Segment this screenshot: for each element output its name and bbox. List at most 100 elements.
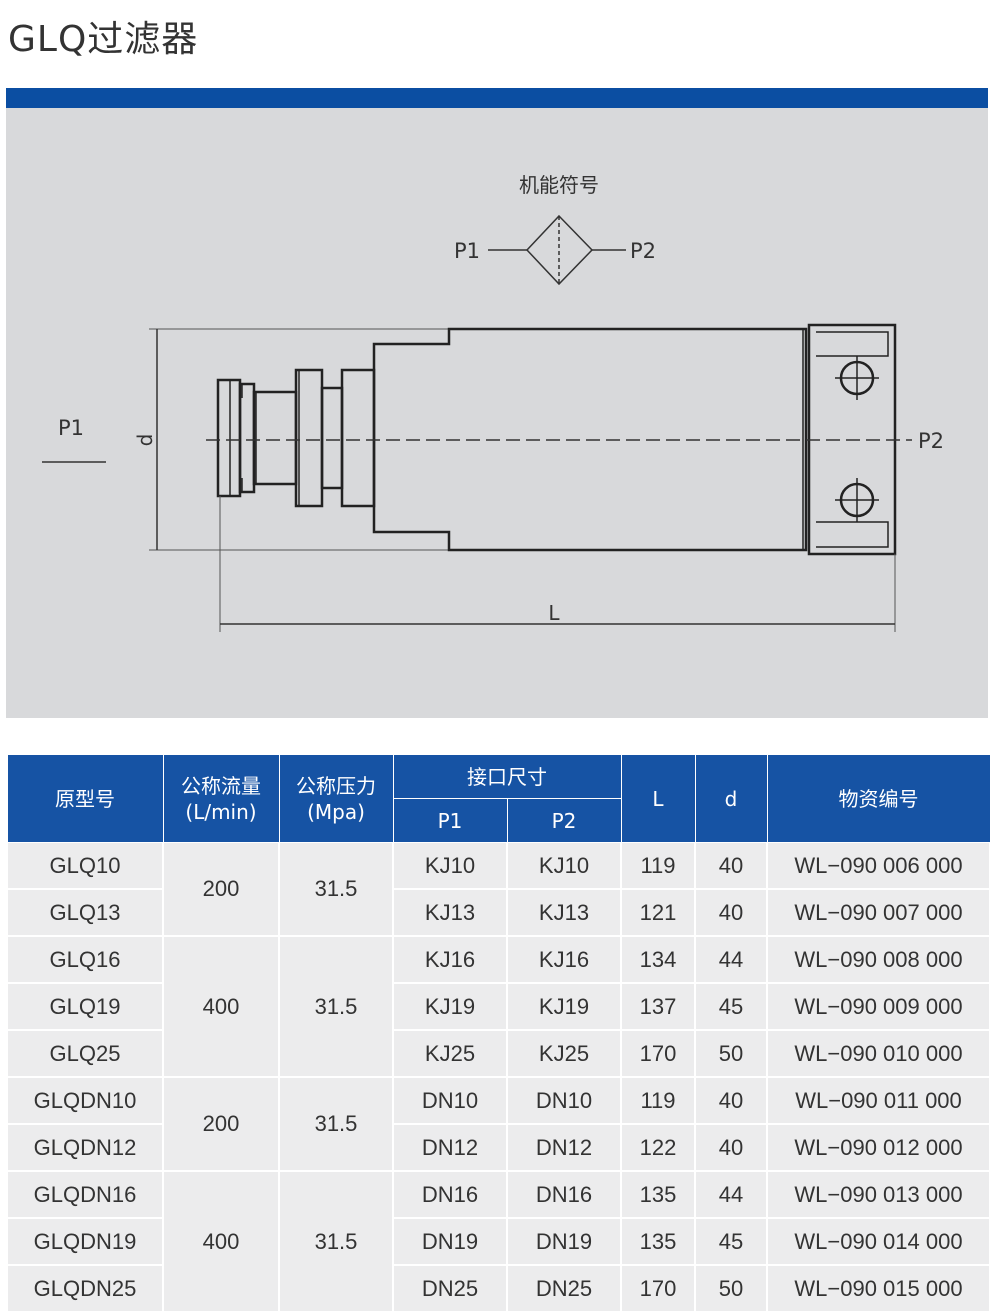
cell-code: WL−090 010 000	[766, 1030, 991, 1078]
cell-p2: DN25	[506, 1265, 622, 1313]
cell-code: WL−090 009 000	[766, 983, 991, 1031]
section-header-bar	[6, 88, 988, 108]
cell-pressure: 31.5	[278, 1077, 394, 1172]
cell-L: 170	[620, 1265, 696, 1313]
header-pressure: 公称压力 (Mpa)	[278, 754, 394, 843]
cell-model: GLQ25	[6, 1030, 164, 1078]
table-row: GLQDN16 400 31.5 DN16 DN16 135 44 WL−090…	[6, 1171, 991, 1313]
header-model: 原型号	[6, 754, 164, 843]
spec-table: 原型号 公称流量 (L/min) 公称压力 (Mpa) 接口尺寸 L d 物资编…	[6, 754, 991, 1313]
cell-d: 50	[694, 1265, 768, 1313]
cell-model: GLQDN16	[6, 1171, 164, 1219]
cell-d: 45	[694, 1218, 768, 1266]
cell-L: 134	[620, 936, 696, 984]
table-row: GLQ13 KJ13 KJ13 121 40 WL−090 007 000	[6, 889, 991, 937]
cell-L: 122	[620, 1124, 696, 1172]
table-row: GLQDN10 200 31.5 DN10 DN10 119 40 WL−090…	[6, 1077, 991, 1172]
header-flow: 公称流量 (L/min)	[162, 754, 280, 843]
symbol-caption: 机能符号	[519, 173, 599, 197]
cell-code: WL−090 014 000	[766, 1218, 991, 1266]
cell-code: WL−090 013 000	[766, 1171, 991, 1219]
cell-code: WL−090 007 000	[766, 889, 991, 937]
cell-code: WL−090 006 000	[766, 842, 991, 890]
filter-diagram-panel: 机能符号 P1 P2 P1 d	[6, 108, 988, 718]
cell-pressure: 31.5	[278, 936, 394, 1078]
cell-d: 50	[694, 1030, 768, 1078]
header-L: L	[620, 754, 696, 843]
cell-p2: DN19	[506, 1218, 622, 1266]
cell-p2: KJ16	[506, 936, 622, 984]
cell-p2: KJ10	[506, 842, 622, 890]
cell-model: GLQ10	[6, 842, 164, 890]
cell-p2: DN10	[506, 1077, 622, 1125]
filter-body	[216, 323, 897, 556]
table-row: GLQDN25 DN25 DN25 170 50 WL−090 015 000	[6, 1265, 991, 1313]
cell-d: 40	[694, 1077, 768, 1125]
header-material-no: 物资编号	[766, 754, 991, 843]
cell-code: WL−090 012 000	[766, 1124, 991, 1172]
inlet-p1-label: P1	[58, 416, 84, 440]
cell-L: 170	[620, 1030, 696, 1078]
cell-p1: DN19	[392, 1218, 508, 1266]
outlet-p2-label: P2	[918, 429, 944, 453]
cell-d: 44	[694, 1171, 768, 1219]
cell-L: 135	[620, 1218, 696, 1266]
header-p1: P1	[392, 798, 508, 843]
cell-d: 40	[694, 842, 768, 890]
cell-pressure: 31.5	[278, 1171, 394, 1313]
cell-p1: KJ16	[392, 936, 508, 984]
cell-flow: 400	[162, 936, 280, 1078]
cell-p2: KJ13	[506, 889, 622, 937]
header-pressure-line1: 公称压力	[296, 773, 376, 798]
cell-L: 119	[620, 842, 696, 890]
cell-flow: 400	[162, 1171, 280, 1313]
cell-d: 40	[694, 889, 768, 937]
L-label: L	[548, 601, 560, 625]
cell-p1: KJ25	[392, 1030, 508, 1078]
cell-p1: KJ13	[392, 889, 508, 937]
cell-model: GLQ19	[6, 983, 164, 1031]
table-row: GLQ16 400 31.5 KJ16 KJ16 134 44 WL−090 0…	[6, 936, 991, 1078]
cell-model: GLQ13	[6, 889, 164, 937]
cell-p2: DN12	[506, 1124, 622, 1172]
header-pressure-line2: (Mpa)	[307, 799, 365, 824]
cell-flow: 200	[162, 842, 280, 937]
cell-p1: DN12	[392, 1124, 508, 1172]
cell-p1: DN16	[392, 1171, 508, 1219]
header-flow-line1: 公称流量	[181, 773, 261, 798]
cell-code: WL−090 015 000	[766, 1265, 991, 1313]
header-port-size: 接口尺寸	[392, 754, 622, 799]
filter-symbol	[525, 214, 594, 286]
table-row: GLQDN19 DN19 DN19 135 45 WL−090 014 000	[6, 1218, 991, 1266]
header-flow-line2: (L/min)	[185, 799, 257, 824]
symbol-p1-label: P1	[454, 239, 480, 263]
table-row: GLQ10 200 31.5 KJ10 KJ10 119 40 WL−090 0…	[6, 842, 991, 937]
cell-p2: DN16	[506, 1171, 622, 1219]
cell-p1: DN10	[392, 1077, 508, 1125]
cell-L: 119	[620, 1077, 696, 1125]
d-label: d	[133, 434, 157, 447]
cell-pressure: 31.5	[278, 842, 394, 937]
cell-L: 135	[620, 1171, 696, 1219]
spec-table-body: GLQ10 200 31.5 KJ10 KJ10 119 40 WL−090 0…	[6, 842, 991, 1313]
cell-L: 121	[620, 889, 696, 937]
cell-d: 45	[694, 983, 768, 1031]
cell-model: GLQ16	[6, 936, 164, 984]
table-row: GLQ19 KJ19 KJ19 137 45 WL−090 009 000	[6, 983, 991, 1031]
cell-d: 40	[694, 1124, 768, 1172]
cell-code: WL−090 008 000	[766, 936, 991, 984]
page-title: GLQ过滤器	[8, 19, 199, 60]
symbol-p2-label: P2	[630, 239, 656, 263]
header-d: d	[694, 754, 768, 843]
cell-model: GLQDN12	[6, 1124, 164, 1172]
cell-L: 137	[620, 983, 696, 1031]
cell-p1: DN25	[392, 1265, 508, 1313]
cell-p1: KJ19	[392, 983, 508, 1031]
cell-p2: KJ25	[506, 1030, 622, 1078]
cell-flow: 200	[162, 1077, 280, 1172]
cell-code: WL−090 011 000	[766, 1077, 991, 1125]
cell-model: GLQDN25	[6, 1265, 164, 1313]
table-row: GLQDN12 DN12 DN12 122 40 WL−090 012 000	[6, 1124, 991, 1172]
header-p2: P2	[506, 798, 622, 843]
filter-drawing: 机能符号 P1 P2 P1 d	[42, 173, 944, 632]
